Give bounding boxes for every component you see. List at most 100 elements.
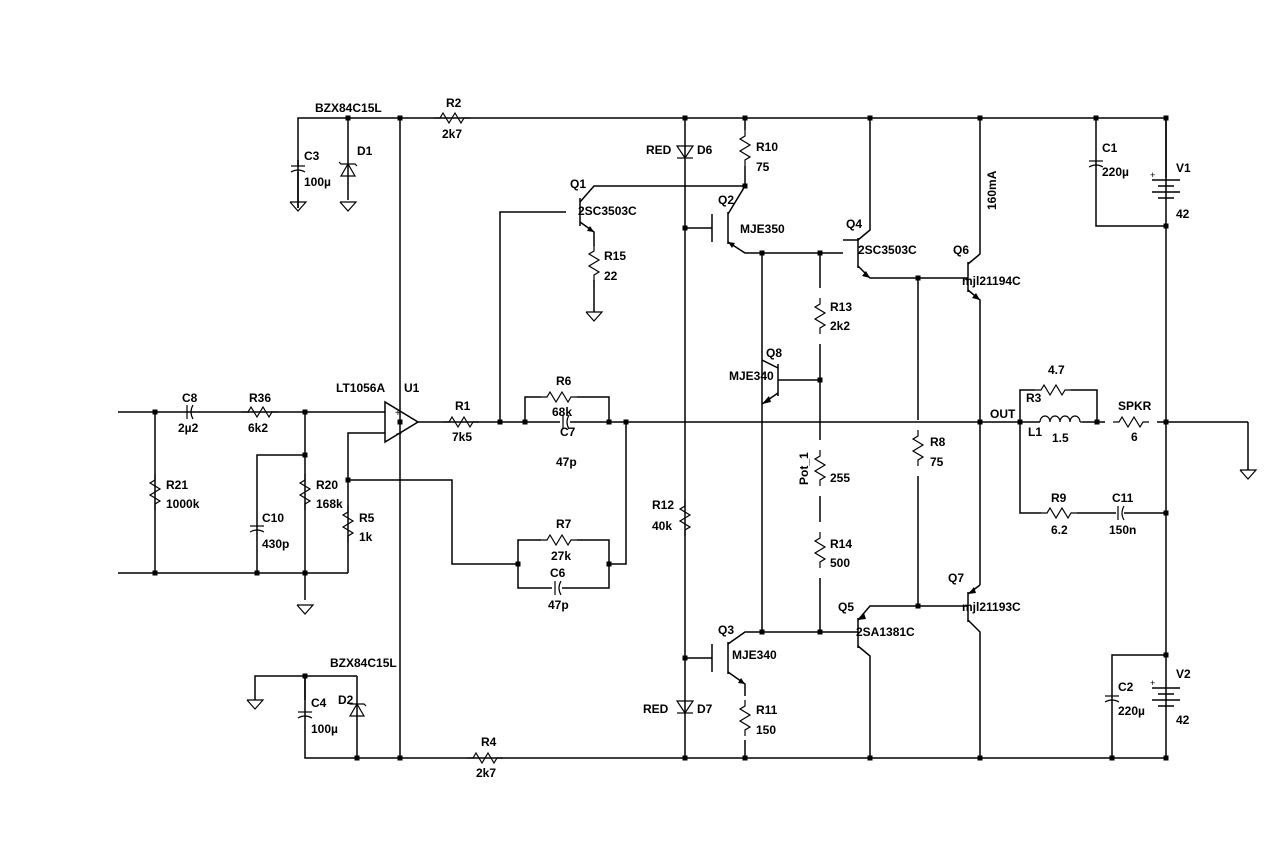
r36-symbol xyxy=(241,406,279,418)
c4-value: 100µ xyxy=(311,722,338,736)
junction-dot xyxy=(345,115,351,121)
ground-icon xyxy=(339,201,357,212)
c3-ref: C3 xyxy=(304,149,320,163)
r15-symbol xyxy=(588,244,600,282)
junction-dot xyxy=(354,755,360,761)
c2-value: 220µ xyxy=(1118,704,1145,718)
c1-ref: C1 xyxy=(1102,141,1118,155)
junction-dot xyxy=(977,419,983,425)
junction-dot xyxy=(1109,755,1115,761)
junction-dot xyxy=(397,419,403,425)
r12-ref: R12 xyxy=(652,498,674,512)
junction-dot xyxy=(1163,223,1169,229)
pot1-ref: Pot_1 xyxy=(797,452,811,485)
junction-dot xyxy=(397,755,403,761)
r20-value: 168k xyxy=(316,497,343,511)
r13-symbol xyxy=(814,297,826,335)
battery-v1-symbol: + xyxy=(1150,118,1180,199)
ground-icon xyxy=(585,311,603,322)
r4-value: 2k7 xyxy=(476,766,496,780)
q1-ref: Q1 xyxy=(570,177,586,191)
junction-dot xyxy=(254,570,260,576)
junction-dot xyxy=(867,755,873,761)
junction-dot xyxy=(867,115,873,121)
v2-ref: V2 xyxy=(1176,667,1191,681)
junction-dot xyxy=(915,275,921,281)
r6-ref: R6 xyxy=(556,374,572,388)
c8-value: 2µ2 xyxy=(178,421,199,435)
c8-ref: C8 xyxy=(182,391,198,405)
q2-value: MJE350 xyxy=(740,222,785,236)
c6-symbol xyxy=(554,580,562,596)
junction-dot xyxy=(345,477,351,483)
ground-icon xyxy=(296,604,314,615)
q6-value: mjl21194C xyxy=(962,274,1021,288)
c3-value: 100µ xyxy=(304,175,331,189)
junction-dot xyxy=(742,183,748,189)
junction-dot xyxy=(1163,419,1169,425)
v1-ref: V1 xyxy=(1176,161,1191,175)
r6-value: 68k xyxy=(552,405,572,419)
r12-symbol xyxy=(679,499,691,537)
junction-dot xyxy=(977,115,983,121)
junction-dot xyxy=(1163,755,1169,761)
r20-ref: R20 xyxy=(316,478,338,492)
c6-value: 47p xyxy=(548,598,569,612)
r21-value: 1000k xyxy=(166,497,200,511)
r14-symbol xyxy=(814,531,826,569)
q1-value: 2SC3503C xyxy=(578,204,637,218)
junction-dot xyxy=(915,603,921,609)
junction-dot xyxy=(759,629,765,635)
junction-dot xyxy=(302,409,308,415)
c7-value: 47p xyxy=(556,455,577,469)
junction-dot xyxy=(623,419,629,425)
d2-ref: D2 xyxy=(338,693,354,707)
junction-dot xyxy=(817,629,823,635)
r1-value: 7k5 xyxy=(452,430,472,444)
r10-symbol xyxy=(739,129,751,167)
led-d7-symbol xyxy=(675,700,695,715)
wires xyxy=(118,117,1249,759)
d7-ref: D7 xyxy=(697,702,713,716)
c2-ref: C2 xyxy=(1118,680,1134,694)
r12-value: 40k xyxy=(652,519,672,533)
pot1-value: 255 xyxy=(830,471,850,485)
r9-value: 6.2 xyxy=(1051,523,1068,537)
q3-ref: Q3 xyxy=(718,623,734,637)
c11-symbol xyxy=(1117,505,1125,521)
r9-ref: R9 xyxy=(1051,491,1067,505)
u1-value: LT1056A xyxy=(336,381,385,395)
l1-value: 1.5 xyxy=(1052,431,1069,445)
junction-dot xyxy=(1163,510,1169,516)
svg-text:−: − xyxy=(396,429,402,440)
c10-ref: C10 xyxy=(262,511,284,525)
c10-value: 430p xyxy=(262,537,289,551)
r10-value: 75 xyxy=(756,160,770,174)
r11-ref: R11 xyxy=(756,703,778,717)
zener-d2-symbol xyxy=(347,701,367,717)
r1-symbol xyxy=(442,416,480,428)
r13-ref: R13 xyxy=(830,300,852,314)
d1-ref: D1 xyxy=(357,144,373,158)
junction-dot xyxy=(1163,115,1169,121)
r7-symbol xyxy=(540,534,578,546)
c11-ref: C11 xyxy=(1112,491,1134,505)
q8-value: MJE340 xyxy=(729,369,774,383)
r15-ref: R15 xyxy=(604,249,626,263)
c11-value: 150n xyxy=(1109,523,1136,537)
d1-value: BZX84C15L xyxy=(315,101,382,115)
r3-ref: R3 xyxy=(1026,391,1042,405)
junction-dot xyxy=(497,419,503,425)
r4-symbol xyxy=(466,752,504,764)
r5-ref: R5 xyxy=(359,511,375,525)
r5-value: 1k xyxy=(359,530,373,544)
junction-dot xyxy=(742,115,748,121)
q6-ref: Q6 xyxy=(953,243,969,257)
junction-dot xyxy=(682,225,688,231)
r4-ref: R4 xyxy=(481,735,497,749)
spkr-symbol xyxy=(1112,416,1150,428)
q5-ref: Q5 xyxy=(838,600,854,614)
junctions xyxy=(152,115,1169,761)
r8-symbol xyxy=(912,429,924,467)
junction-dot xyxy=(759,250,765,256)
